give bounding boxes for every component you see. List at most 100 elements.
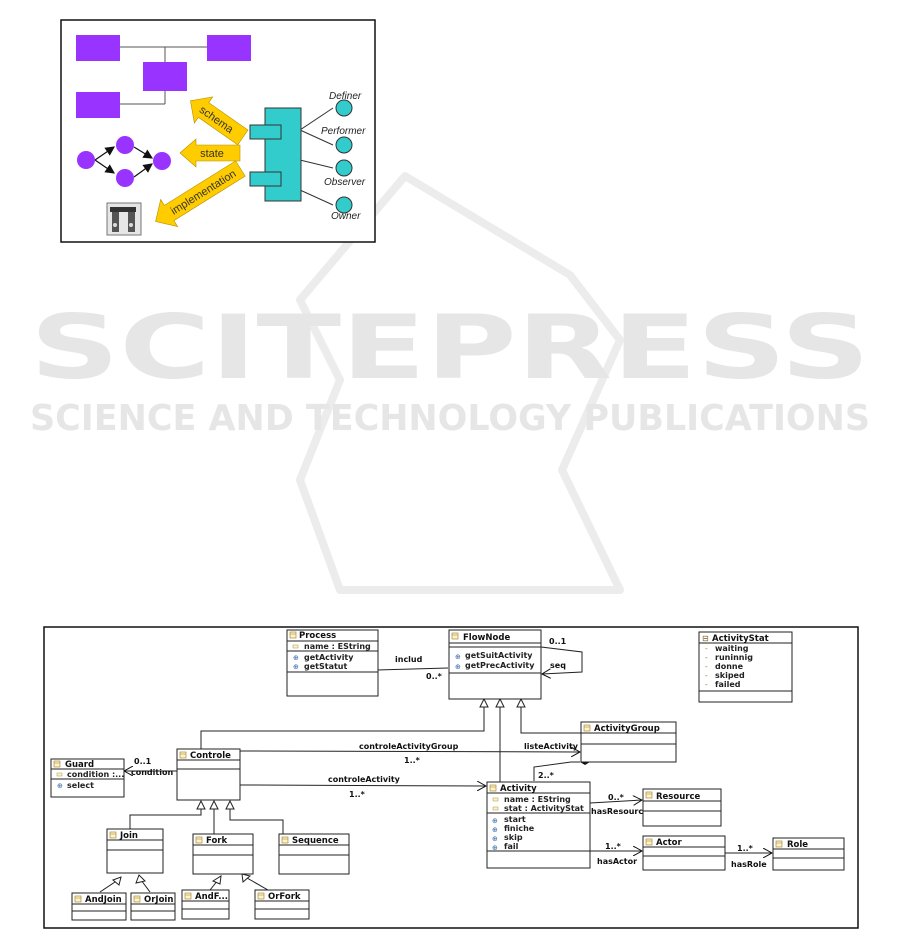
class-activity-title: Activity [500,784,537,794]
class-orfork[interactable]: OrFork [254,889,310,920]
includ-label: includ [395,655,423,664]
workflow-node [77,151,95,169]
process-op-getactivity: getActivity [304,653,354,662]
svg-text:-: - [705,680,708,689]
tools-icon [106,202,142,236]
role-observer: Observer [324,177,366,188]
org-box [76,92,120,118]
svg-text:⊕: ⊕ [455,654,461,661]
process-op-getstatut: getStatut [304,662,347,671]
class-process-title: Process [299,631,336,641]
org-box [143,62,187,91]
class-fork-title: Fork [206,836,227,846]
activity-op-finiche: finiche [504,824,535,833]
literal-failed: failed [715,680,741,689]
role-owner: Owner [331,211,361,222]
literal-donne: donne [715,662,744,671]
controle-activitygroup-label: controleActivityGroup [359,742,459,751]
flownode-op-getsuitactivity: getSuitActivity [465,651,533,660]
class-controle[interactable]: Controle [176,748,241,801]
class-guard-title: Guard [65,760,94,770]
enum-activitystat[interactable]: ⊟ ActivityStat - - - - - waiting runinni… [698,631,793,703]
literal-runinnig: runinnig [715,653,753,662]
port-icon [335,136,353,154]
flownode-op-getprecactivity: getPrecActivity [465,661,535,670]
state-arrow: state [179,138,241,168]
class-guard[interactable]: Guard condition :... ⊕ select [50,758,125,798]
watermark-shape [296,172,624,594]
component-box [249,99,353,214]
class-resource-title: Resource [656,792,700,802]
class-flownode-title: FlowNode [463,633,510,643]
class-role-title: Role [787,840,808,850]
svg-text:⊕: ⊕ [293,664,299,671]
seq-label: seq [550,661,566,670]
workflow-node [116,169,134,187]
port-icon [335,159,353,177]
svg-text:⊕: ⊕ [492,818,498,825]
class-actor-title: Actor [656,838,683,848]
class-fork[interactable]: Fork [192,833,254,875]
seq-mult: 0..1 [549,637,567,646]
state-arrow-label: state [200,148,224,160]
guard-op-select: select [67,781,94,790]
hasresource-label: hasResource [591,807,649,816]
workflow-node [116,136,134,154]
workflow-node [153,152,171,170]
class-controle-title: Controle [190,751,231,761]
includ-mult: 0..* [426,672,443,681]
listeactivity-label: listeActivity [524,742,579,751]
class-andfork[interactable]: AndF... [181,889,230,920]
hasrole-mult: 1..* [737,844,754,853]
controle-activitygroup-mult: 1..* [404,756,421,765]
controle-activity-label: controleActivity [328,775,401,784]
workflow-graph [77,136,171,187]
class-sequence[interactable]: Sequence [278,833,350,875]
svg-text:⊕: ⊕ [57,783,63,790]
class-orjoin[interactable]: OrJoin [130,892,176,921]
svg-text:-: - [705,653,708,662]
class-actor[interactable]: Actor [642,835,726,871]
svg-text:⊕: ⊕ [492,827,498,834]
org-box [76,35,120,61]
condition-mult: 0..1 [134,757,152,766]
class-orfork-title: OrFork [268,892,301,902]
class-sequence-title: Sequence [292,836,339,846]
role-performer: Performer [321,126,366,137]
class-role[interactable]: Role [772,837,845,871]
hasresource-mult: 0..* [608,793,625,802]
class-andjoin-title: AndJoin [85,895,122,905]
class-orjoin-title: OrJoin [144,895,173,905]
condition-label: condition [131,768,173,777]
class-andfork-title: AndF... [195,892,228,902]
svg-text:⊕: ⊕ [492,836,498,843]
svg-text:⊟: ⊟ [702,634,709,643]
controle-activity-mult: 1..* [349,790,366,799]
class-andjoin[interactable]: AndJoin [71,892,127,921]
org-chart [76,35,251,118]
class-join[interactable]: Join [106,828,164,874]
svg-text:⊕: ⊕ [293,655,299,662]
class-resource[interactable]: Resource [642,788,722,827]
listeactivity-mult: 2..* [538,771,555,780]
svg-text:-: - [705,644,708,653]
activity-attr-name: name : EString [504,795,571,804]
port-icon [335,196,353,214]
class-process[interactable]: Process name : EString getActivity getSt… [286,629,379,697]
class-activity[interactable]: Activity name : EString stat : ActivityS… [486,781,591,869]
literal-skiped: skiped [715,671,745,680]
class-join-title: Join [119,831,138,841]
svg-text:⊕: ⊕ [492,845,498,852]
enum-activitystat-title: ActivityStat [712,634,769,644]
role-definer: Definer [329,91,362,102]
activity-attr-stat: stat : ActivityStat [504,804,584,813]
guard-attr-condition: condition :... [67,770,124,779]
class-activitygroup[interactable]: ActivityGroup [580,721,677,763]
class-flownode[interactable]: FlowNode ⊕ ⊕ getSuitActivity getPrecActi… [448,629,542,700]
svg-text:-: - [705,662,708,671]
activity-op-start: start [504,815,526,824]
port-icon [335,99,353,117]
hasactor-mult: 1..* [605,842,622,851]
